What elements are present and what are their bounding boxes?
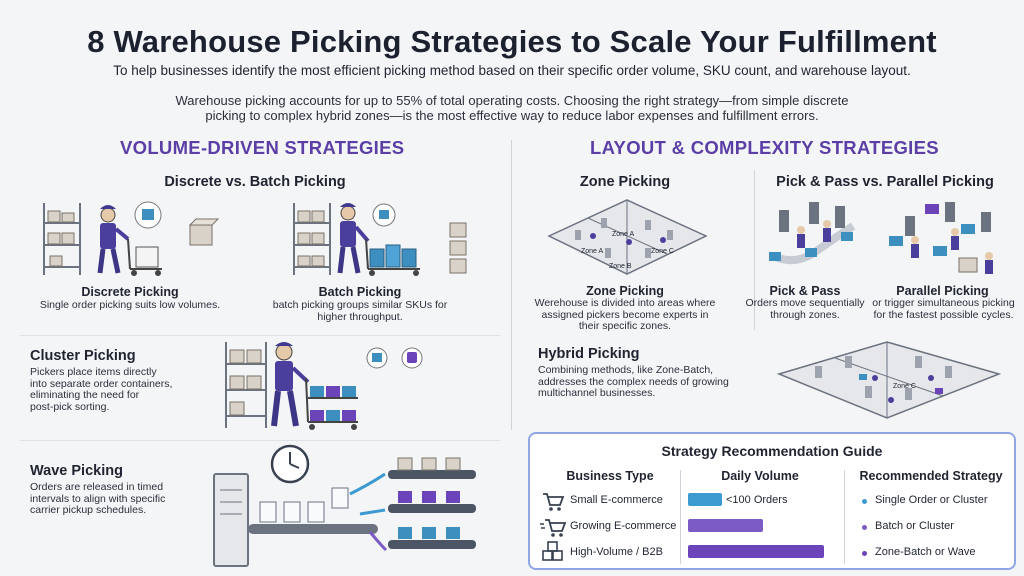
hybrid-picking-illustration: Zone C: [776, 341, 1002, 419]
desc-line: into separate order containers,: [30, 377, 173, 390]
cluster-picking-title: Cluster Picking: [30, 348, 136, 364]
boxes-icon: [542, 541, 563, 561]
strategy-cell: Batch or Cluster: [875, 520, 954, 532]
pick-pass-illustration: [769, 202, 856, 265]
intro-text: Warehouse picking accounts for up to 55%…: [140, 93, 884, 123]
layout-divider: [754, 170, 755, 330]
business-type-cell: Growing E-commerce: [570, 520, 677, 532]
desc-line: Werehouse is divided into areas where: [534, 297, 716, 309]
wave-picking-title: Wave Picking: [30, 463, 123, 479]
desc-line: Orders move sequentially: [745, 297, 865, 309]
discrete-picking-title: Discrete Picking: [81, 285, 179, 299]
intro-line: picking to complex hybrid zones—is the m…: [205, 108, 819, 123]
col-recommended-strategy: Recommended Strategy: [859, 469, 1003, 483]
zone-c-label: Zone C: [651, 248, 674, 255]
cart-icon: [543, 493, 565, 511]
zone-picking-illustration: Zone A Zone A Zone C Zone B: [547, 199, 708, 275]
left-divider-2: [20, 440, 500, 441]
desc-line: Combining methods, like Zone-Batch,: [538, 364, 714, 376]
page-title: 8 Warehouse Picking Strategies to Scale …: [87, 24, 937, 59]
intro-line: Warehouse picking accounts for up to 55%…: [175, 93, 849, 108]
strategy-dot: [862, 499, 867, 504]
pick-pass-desc: Orders move sequentially through zones.: [740, 297, 870, 321]
col-business-type: Business Type: [566, 469, 654, 483]
discrete-batch-heading: Discrete vs. Batch Picking: [164, 174, 346, 190]
business-type-cell: High-Volume / B2B: [570, 546, 663, 558]
desc-line: for the fastest possible cycles.: [873, 308, 1014, 321]
business-type-cell: Small E-commerce: [570, 494, 663, 506]
desc-line: post-pick sorting.: [30, 400, 110, 413]
desc-line: batch picking groups similar SKUs for: [272, 299, 448, 311]
wave-picking-desc: Orders are released in timed intervals t…: [30, 481, 200, 517]
discrete-picking-desc: Single order picking suits low volumes.: [39, 299, 221, 311]
desc-line: or trigger simultaneous picking: [872, 297, 1015, 309]
guide-col-divider: [844, 470, 845, 564]
zone-picking-heading: Zone Picking: [579, 174, 671, 190]
desc-line: Orders are released in timed: [30, 481, 164, 493]
desc-line: higher throughput.: [317, 310, 403, 323]
strategy-cell: Zone-Batch or Wave: [875, 546, 976, 558]
zone-b-label: Zone B: [609, 263, 632, 270]
desc-line: assigned pickers become experts in: [541, 308, 709, 321]
zone-picking-desc: Werehouse is divided into areas where as…: [530, 297, 720, 333]
parallel-picking-desc: or trigger simultaneous picking for the …: [866, 297, 1021, 321]
discrete-picking-illustration: [43, 201, 220, 276]
volume-bar: [688, 545, 824, 558]
desc-line: intervals to align with specific: [30, 492, 166, 505]
desc-line: their specific zones.: [578, 320, 672, 332]
zone-a-label: Zone A: [612, 231, 635, 238]
cluster-picking-desc: Pickers place items directly into separa…: [30, 366, 200, 413]
fast-cart-icon: [540, 519, 567, 537]
hybrid-picking-desc: Combining methods, like Zone-Batch, addr…: [538, 364, 758, 400]
batch-picking-illustration: [293, 203, 467, 276]
desc-line: eliminating the need for: [30, 389, 140, 401]
strategy-cell: Single Order or Cluster: [875, 494, 988, 506]
left-divider-1: [20, 335, 500, 336]
desc-line: Pickers place items directly: [30, 366, 157, 378]
parallel-picking-title: Parallel Picking: [896, 284, 989, 298]
desc-line: multichannel businesses.: [538, 387, 656, 399]
cluster-picking-illustration: [225, 342, 423, 430]
batch-picking-desc: batch picking groups similar SKUs for hi…: [270, 299, 450, 323]
recommendation-guide: Strategy Recommendation Guide Business T…: [528, 432, 1016, 570]
guide-title: Strategy Recommendation Guide: [661, 443, 883, 459]
page-subtitle: To help businesses identify the most eff…: [113, 63, 911, 78]
col-daily-volume: Daily Volume: [721, 469, 799, 483]
volume-bar: [688, 519, 763, 532]
pickpass-heading: Pick & Pass vs. Parallel Picking: [776, 174, 994, 190]
zone-a2-label: Zone A: [581, 248, 604, 255]
hybrid-zone-c-label: Zone C: [893, 383, 916, 390]
center-divider: [511, 140, 512, 430]
desc-line: carrier pickup schedules.: [30, 504, 147, 516]
volume-bar: [688, 493, 722, 506]
guide-col-divider: [680, 470, 681, 564]
pick-pass-title: Pick & Pass: [769, 284, 841, 298]
hybrid-picking-title: Hybrid Picking: [538, 346, 640, 362]
desc-line: addresses the complex needs of growing: [538, 375, 729, 388]
desc-line: through zones.: [770, 308, 840, 321]
strategy-dot: [862, 551, 867, 556]
layout-section-heading: LAYOUT & COMPLEXITY STRATEGIES: [590, 137, 939, 158]
volume-section-heading: VOLUME-DRIVEN STRATEGIES: [120, 137, 405, 158]
wave-picking-illustration: [213, 444, 476, 567]
parallel-picking-illustration: [889, 202, 993, 274]
batch-picking-title: Batch Picking: [318, 285, 402, 299]
zone-picking-title: Zone Picking: [586, 284, 664, 298]
volume-label: <100 Orders: [726, 494, 788, 506]
strategy-dot: [862, 525, 867, 530]
